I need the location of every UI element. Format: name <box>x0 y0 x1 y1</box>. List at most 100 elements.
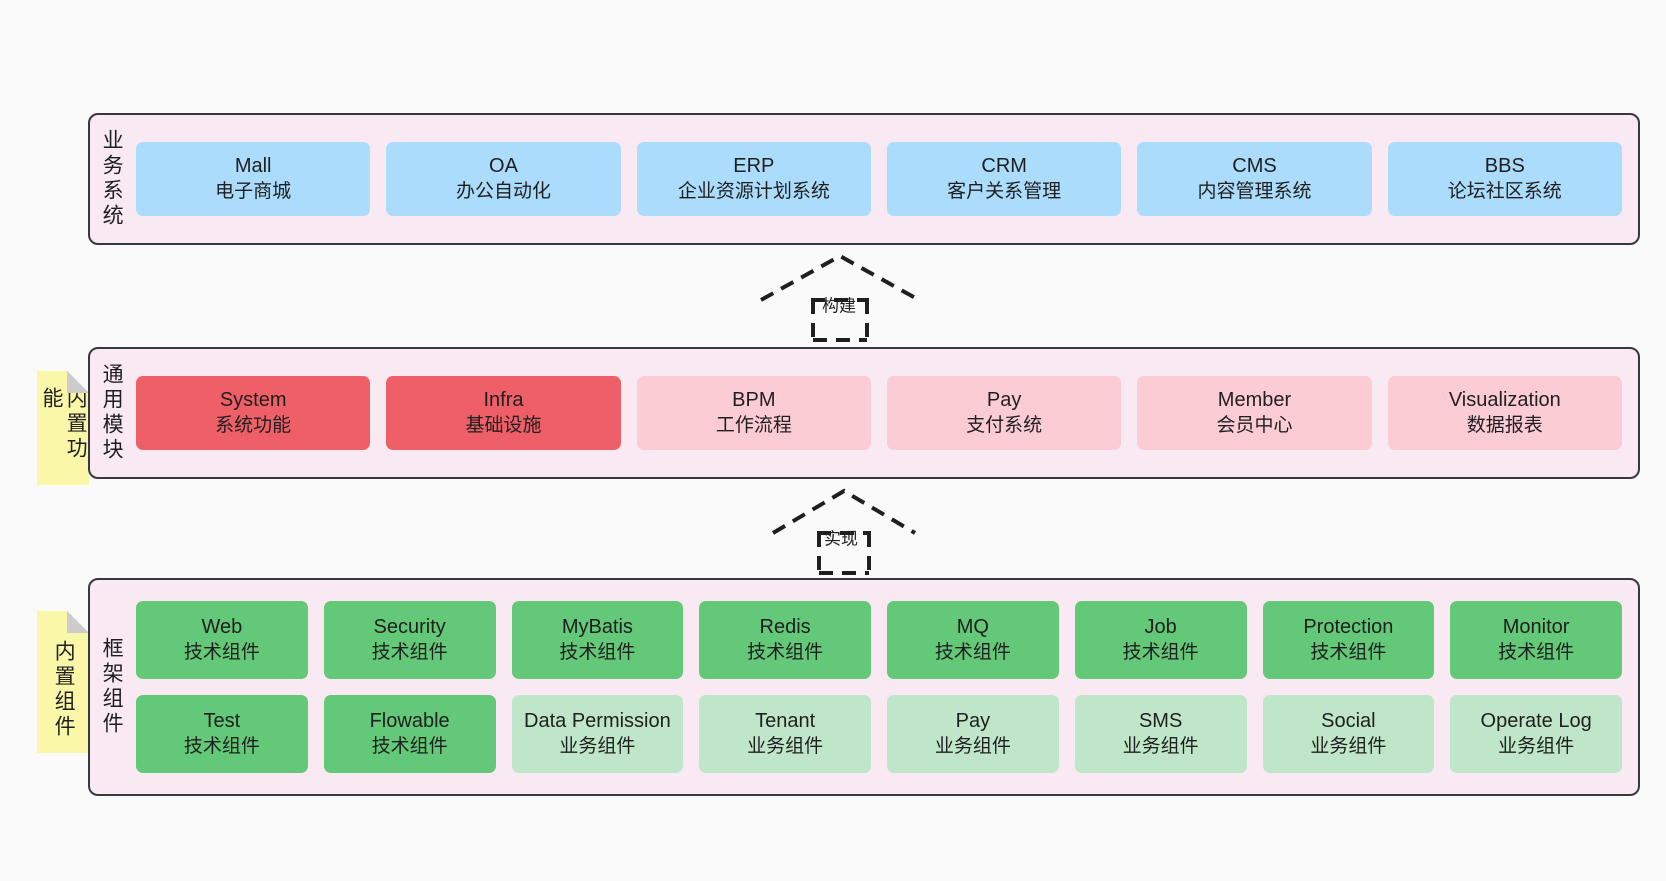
card-title-en: Social <box>1321 710 1376 733</box>
card-protection[interactable]: Protection 技术组件 <box>1262 601 1435 679</box>
card-title-cn: 业务组件 <box>1310 735 1387 757</box>
card-title-en: Pay <box>986 389 1022 412</box>
sticky-note-builtin-component: 内置组件 <box>37 611 89 753</box>
card-title-cn: 技术组件 <box>183 735 260 757</box>
card-title-en: CRM <box>981 155 1027 178</box>
layer-framework-components: 框架组件 Web 技术组件 Security 技术组件 MyBatis 技术组件… <box>88 578 1640 796</box>
card-system[interactable]: System 系统功能 <box>136 376 371 450</box>
card-oa[interactable]: OA 办公自动化 <box>386 142 621 216</box>
card-title-en: Infra <box>483 389 524 412</box>
card-title-cn: 系统功能 <box>215 414 292 436</box>
layer-framework-components-cards: Web 技术组件 Security 技术组件 MyBatis 技术组件 Redi… <box>132 580 1638 794</box>
layer-business-systems-title: 业务系统 <box>100 129 124 229</box>
card-title-cn: 业务组件 <box>934 735 1011 757</box>
card-redis[interactable]: Redis 技术组件 <box>699 601 871 679</box>
card-web[interactable]: Web 技术组件 <box>136 601 308 679</box>
arrow-build: 构建 <box>755 252 925 342</box>
card-title-en: Security <box>373 616 446 639</box>
card-title-cn: 工作流程 <box>715 414 792 436</box>
card-operate-log[interactable]: Operate Log 业务组件 <box>1450 695 1622 773</box>
card-title-en: Data Permission <box>524 710 671 733</box>
card-title-cn: 内容管理系统 <box>1197 180 1312 202</box>
card-title-en: Tenant <box>755 710 816 733</box>
card-member[interactable]: Member 会员中心 <box>1137 376 1372 450</box>
card-crm[interactable]: CRM 客户关系管理 <box>886 142 1122 216</box>
generalization-arrow-icon <box>771 488 917 575</box>
card-flowable[interactable]: Flowable 技术组件 <box>323 695 496 773</box>
card-cms[interactable]: CMS 内容管理系统 <box>1137 142 1372 216</box>
card-title-en: Web <box>201 616 243 639</box>
card-bbs[interactable]: BBS 论坛社区系统 <box>1387 142 1622 216</box>
arrow-implement-label: 实现 <box>824 529 858 549</box>
card-mq[interactable]: MQ 技术组件 <box>887 601 1059 679</box>
card-mall[interactable]: Mall 电子商城 <box>136 142 371 216</box>
card-data-permission[interactable]: Data Permission 业务组件 <box>511 695 684 773</box>
layer-common-modules: 通用模块 System 系统功能 Infra 基础设施 BPM 工作流程 Pay… <box>88 347 1640 479</box>
card-pay-module[interactable]: Pay 支付系统 <box>886 376 1122 450</box>
card-title-en: Visualization <box>1448 389 1561 412</box>
layer-framework-components-title: 框架组件 <box>100 637 124 737</box>
card-title-en: Pay <box>955 710 991 733</box>
card-title-en: MyBatis <box>561 616 633 639</box>
card-title-en: System <box>219 389 287 412</box>
sticky-note-label: 内置功能 <box>40 387 88 462</box>
card-bpm[interactable]: BPM 工作流程 <box>636 376 871 450</box>
card-social[interactable]: Social 业务组件 <box>1262 695 1435 773</box>
card-test[interactable]: Test 技术组件 <box>136 695 308 773</box>
card-title-cn: 电子商城 <box>215 180 292 202</box>
card-title-en: Redis <box>759 616 811 639</box>
card-title-cn: 技术组件 <box>371 735 448 757</box>
card-title-en: Member <box>1217 389 1292 412</box>
card-title-cn: 基础设施 <box>465 414 542 436</box>
layer-common-modules-cards: System 系统功能 Infra 基础设施 BPM 工作流程 Pay 支付系统… <box>132 349 1638 477</box>
sticky-note-builtin-function: 内置功能 <box>37 371 89 485</box>
card-title-en: ERP <box>733 155 775 178</box>
card-title-cn: 技术组件 <box>1122 641 1199 663</box>
card-job[interactable]: Job 技术组件 <box>1074 601 1247 679</box>
card-monitor[interactable]: Monitor 技术组件 <box>1450 601 1622 679</box>
card-row: Test 技术组件 Flowable 技术组件 Data Permission … <box>136 695 1622 773</box>
card-security[interactable]: Security 技术组件 <box>323 601 496 679</box>
card-title-en: Test <box>203 710 241 733</box>
layer-business-systems-cards: Mall 电子商城 OA 办公自动化 ERP 企业资源计划系统 CRM 客户关系… <box>132 115 1638 243</box>
card-title-en: CMS <box>1232 155 1277 178</box>
card-title-en: Mall <box>234 155 272 178</box>
layer-common-modules-title: 通用模块 <box>100 363 124 463</box>
card-sms[interactable]: SMS 业务组件 <box>1074 695 1247 773</box>
card-mybatis[interactable]: MyBatis 技术组件 <box>511 601 684 679</box>
card-title-en: SMS <box>1138 710 1183 733</box>
card-title-cn: 支付系统 <box>966 414 1043 436</box>
card-title-en: MQ <box>956 616 989 639</box>
card-title-en: BPM <box>732 389 776 412</box>
card-row: Web 技术组件 Security 技术组件 MyBatis 技术组件 Redi… <box>136 601 1622 679</box>
card-title-cn: 办公自动化 <box>455 180 551 202</box>
card-title-cn: 业务组件 <box>1498 735 1575 757</box>
card-title-cn: 会员中心 <box>1216 414 1293 436</box>
card-title-cn: 业务组件 <box>1122 735 1199 757</box>
card-tenant[interactable]: Tenant 业务组件 <box>699 695 871 773</box>
generalization-arrow-icon <box>760 253 920 342</box>
arrow-build-label: 构建 <box>822 296 856 316</box>
card-title-en: OA <box>489 155 518 178</box>
card-title-cn: 业务组件 <box>747 735 824 757</box>
card-title-cn: 技术组件 <box>1310 641 1387 663</box>
card-infra[interactable]: Infra 基础设施 <box>386 376 621 450</box>
card-title-cn: 技术组件 <box>747 641 824 663</box>
card-title-cn: 技术组件 <box>371 641 448 663</box>
card-title-en: Flowable <box>369 710 450 733</box>
card-erp[interactable]: ERP 企业资源计划系统 <box>636 142 871 216</box>
card-title-cn: 业务组件 <box>559 735 636 757</box>
card-row: System 系统功能 Infra 基础设施 BPM 工作流程 Pay 支付系统… <box>136 376 1622 450</box>
card-row: Mall 电子商城 OA 办公自动化 ERP 企业资源计划系统 CRM 客户关系… <box>136 142 1622 216</box>
card-title-cn: 客户关系管理 <box>947 180 1062 202</box>
card-pay-component[interactable]: Pay 业务组件 <box>887 695 1059 773</box>
layer-business-systems: 业务系统 Mall 电子商城 OA 办公自动化 ERP 企业资源计划系统 CRM… <box>88 113 1640 245</box>
card-title-cn: 技术组件 <box>1498 641 1575 663</box>
card-title-cn: 数据报表 <box>1466 414 1543 436</box>
card-visualization[interactable]: Visualization 数据报表 <box>1387 376 1622 450</box>
card-title-cn: 技术组件 <box>183 641 260 663</box>
card-title-cn: 技术组件 <box>934 641 1011 663</box>
sticky-note-label: 内置组件 <box>52 640 76 740</box>
card-title-en: Monitor <box>1502 616 1570 639</box>
